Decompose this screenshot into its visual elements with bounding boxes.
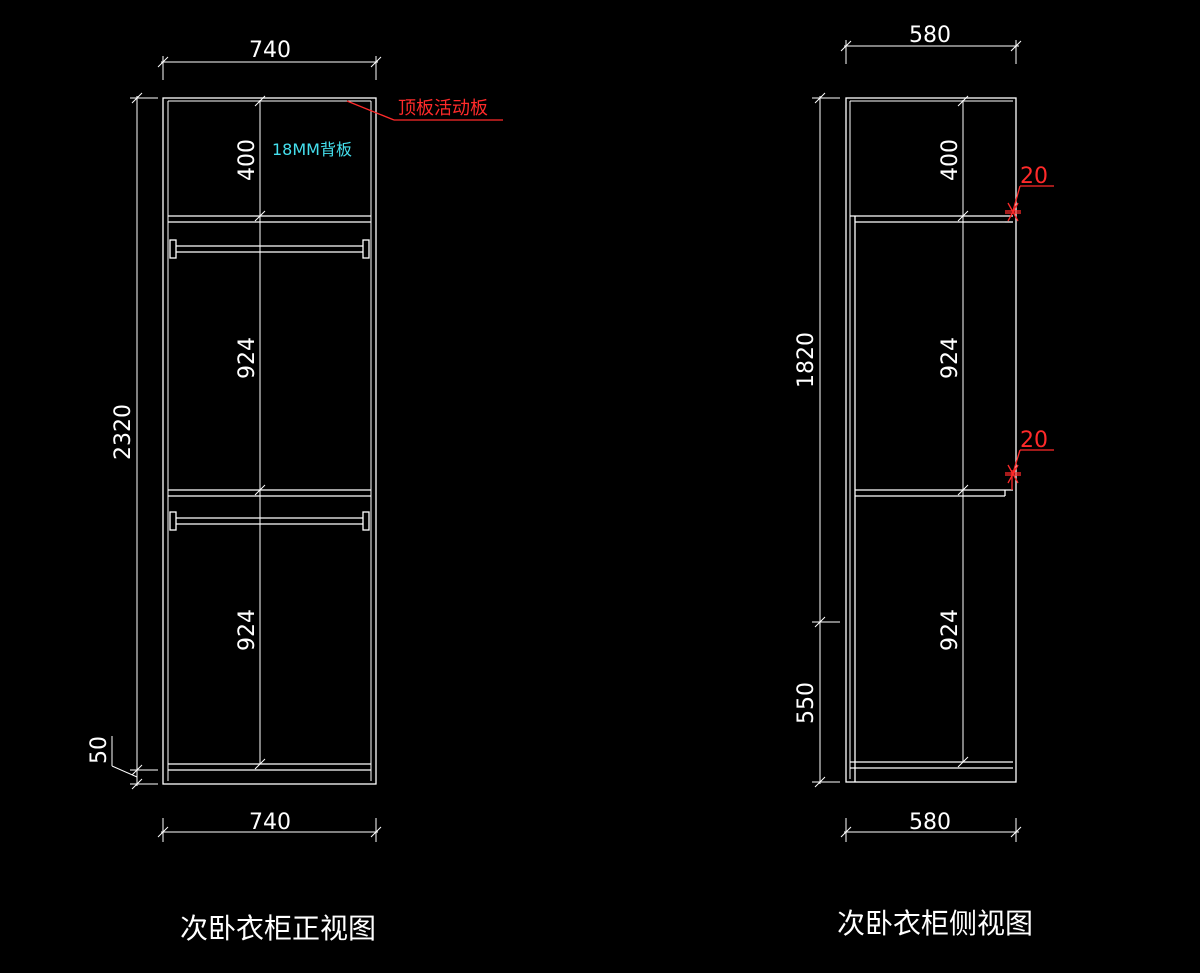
front-cabinet-frame xyxy=(162,97,377,785)
front-base-plinth xyxy=(168,763,371,771)
front-width-bottom-label: 740 xyxy=(249,810,291,835)
front-base-height-label: 50 xyxy=(87,736,112,764)
front-base-height-leader xyxy=(111,736,138,778)
side-base-plinth xyxy=(850,761,1013,769)
front-hanging-rod-upper xyxy=(169,239,370,259)
side-cabinet-frame xyxy=(845,97,1017,783)
side-internal-dimension-line xyxy=(957,95,969,768)
side-gap-upper-label: 20 xyxy=(1020,164,1048,189)
side-width-bottom-label: 580 xyxy=(909,810,951,835)
side-width-top-dimension xyxy=(840,40,1022,64)
front-total-height-dimension xyxy=(130,92,158,790)
front-view: 400 924 924 740 740 xyxy=(87,38,503,945)
side-view: 400 924 924 580 580 xyxy=(794,23,1054,940)
side-height-lower-label: 550 xyxy=(794,682,819,724)
front-width-top-label: 740 xyxy=(249,38,291,63)
front-back-panel-note: 18MM背板 xyxy=(272,140,352,159)
front-hanging-rod-lower xyxy=(169,511,370,531)
side-height-dimension xyxy=(812,92,840,788)
front-view-title: 次卧衣柜正视图 xyxy=(180,912,376,945)
side-section-top-label: 400 xyxy=(938,139,963,181)
front-total-height-label: 2320 xyxy=(111,404,136,460)
side-gap-upper-callout xyxy=(1005,185,1054,222)
front-top-panel-leader xyxy=(346,100,503,121)
side-section-bottom-label: 924 xyxy=(938,609,963,651)
side-height-upper-label: 1820 xyxy=(794,332,819,388)
side-section-middle-label: 924 xyxy=(938,337,963,379)
front-shelf-upper xyxy=(168,215,371,223)
side-gap-lower-callout xyxy=(1005,449,1054,490)
side-shelf-lower xyxy=(855,489,1013,497)
side-view-title: 次卧衣柜侧视图 xyxy=(837,907,1033,940)
side-shelf-upper xyxy=(850,215,1013,782)
front-width-top-dimension xyxy=(157,56,382,80)
side-gap-lower-label: 20 xyxy=(1020,428,1048,453)
front-section-bottom-label: 924 xyxy=(235,609,260,651)
front-width-bottom-dimension xyxy=(157,818,382,842)
front-shelf-lower xyxy=(168,489,371,497)
front-section-top-label: 400 xyxy=(235,139,260,181)
front-section-middle-label: 924 xyxy=(235,337,260,379)
front-top-panel-note: 顶板活动板 xyxy=(398,98,488,119)
front-internal-dimension-line xyxy=(254,95,266,770)
side-width-top-label: 580 xyxy=(909,23,951,48)
side-width-bottom-dimension xyxy=(840,818,1022,842)
